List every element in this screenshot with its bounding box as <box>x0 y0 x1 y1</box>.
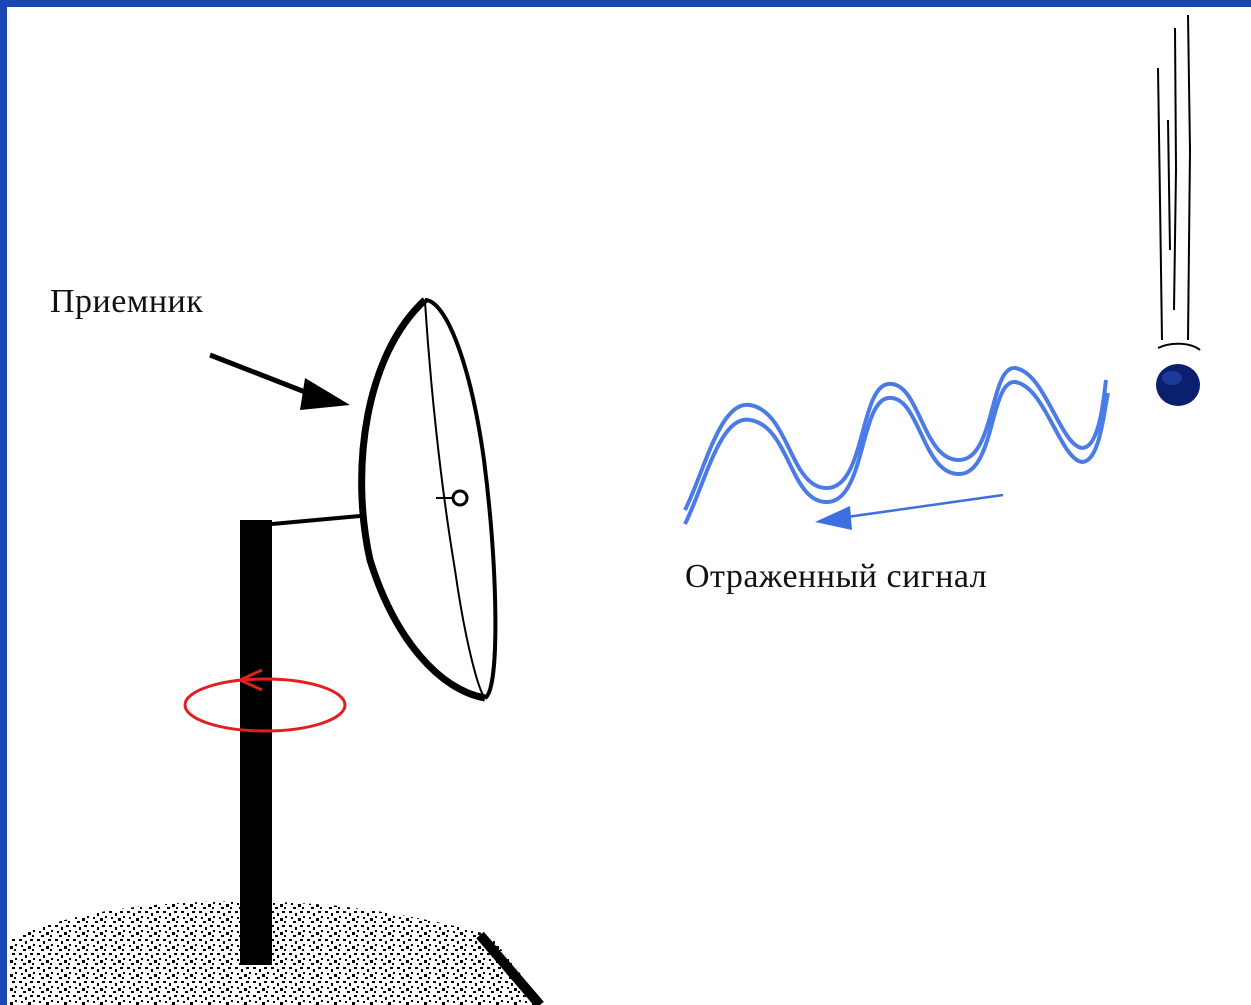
signal-arrow-line <box>840 495 1003 518</box>
wave-line-upper <box>685 368 1106 510</box>
motion-line-4 <box>1168 120 1170 250</box>
target-highlight <box>1162 371 1182 385</box>
target-object <box>1156 364 1200 406</box>
reflected-signal-label: Отраженный сигнал <box>685 558 987 596</box>
receiver-pointer-head <box>300 378 350 410</box>
dish-feed <box>453 491 467 505</box>
target-trail-arc <box>1158 344 1200 350</box>
antenna-mast <box>240 520 272 965</box>
ground-mound <box>10 901 545 1005</box>
motion-line-1 <box>1158 68 1162 340</box>
motion-line-3 <box>1188 15 1190 340</box>
receiver-pointer-line <box>210 355 318 397</box>
receiver-label: Приемник <box>50 283 203 321</box>
signal-arrow-head <box>815 506 852 530</box>
mast-arm <box>272 516 360 524</box>
motion-line-2 <box>1174 28 1176 310</box>
